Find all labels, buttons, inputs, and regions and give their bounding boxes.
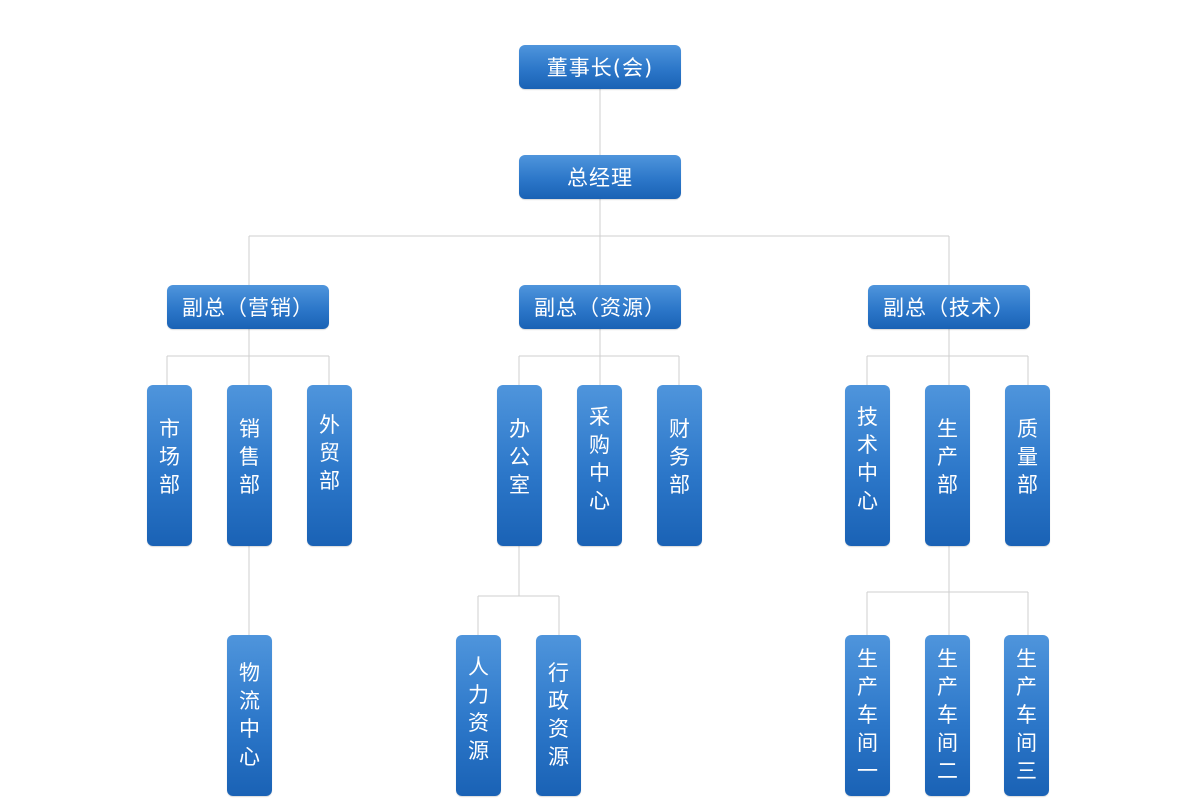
quality-dept-label: 质量部 <box>1017 417 1038 497</box>
production-dept-label: 生产部 <box>937 417 958 497</box>
hr-label: 人力资源 <box>468 655 489 763</box>
admin-resources-label: 行政资源 <box>548 661 569 769</box>
workshop-2-label: 生产车间二 <box>937 647 958 783</box>
vp-marketing-node: 副总（营销） <box>167 285 329 329</box>
hr-node: 人力资源 <box>456 635 501 796</box>
office-label: 办公室 <box>509 417 530 497</box>
finance-dept-label: 财务部 <box>669 417 690 497</box>
general-manager-label: 总经理 <box>567 166 633 190</box>
sales-dept-node: 销售部 <box>227 385 272 546</box>
chairman-label: 董事长(会) <box>546 56 654 80</box>
production-dept-node: 生产部 <box>925 385 970 546</box>
admin-resources-node: 行政资源 <box>536 635 581 796</box>
purchase-center-label: 采购中心 <box>589 405 610 513</box>
vp-marketing-label: 副总（营销） <box>182 296 314 320</box>
vp-tech-label: 副总（技术） <box>883 296 1015 320</box>
tech-center-node: 技术中心 <box>845 385 890 546</box>
market-dept-node: 市场部 <box>147 385 192 546</box>
chairman-node: 董事长(会) <box>519 45 681 89</box>
workshop-1-node: 生产车间一 <box>845 635 890 796</box>
workshop-2-node: 生产车间二 <box>925 635 970 796</box>
general-manager-node: 总经理 <box>519 155 681 199</box>
sales-dept-label: 销售部 <box>239 417 260 497</box>
workshop-3-node: 生产车间三 <box>1004 635 1049 796</box>
workshop-3-label: 生产车间三 <box>1016 647 1037 783</box>
quality-dept-node: 质量部 <box>1005 385 1050 546</box>
trade-dept-node: 外贸部 <box>307 385 352 546</box>
market-dept-label: 市场部 <box>159 417 180 497</box>
workshop-1-label: 生产车间一 <box>857 647 878 783</box>
office-node: 办公室 <box>497 385 542 546</box>
finance-dept-node: 财务部 <box>657 385 702 546</box>
vp-tech-node: 副总（技术） <box>868 285 1030 329</box>
logistics-center-node: 物流中心 <box>227 635 272 796</box>
trade-dept-label: 外贸部 <box>319 413 340 493</box>
tech-center-label: 技术中心 <box>857 405 878 513</box>
purchase-center-node: 采购中心 <box>577 385 622 546</box>
vp-resources-label: 副总（资源） <box>534 296 666 320</box>
logistics-center-label: 物流中心 <box>239 661 260 769</box>
vp-resources-node: 副总（资源） <box>519 285 681 329</box>
